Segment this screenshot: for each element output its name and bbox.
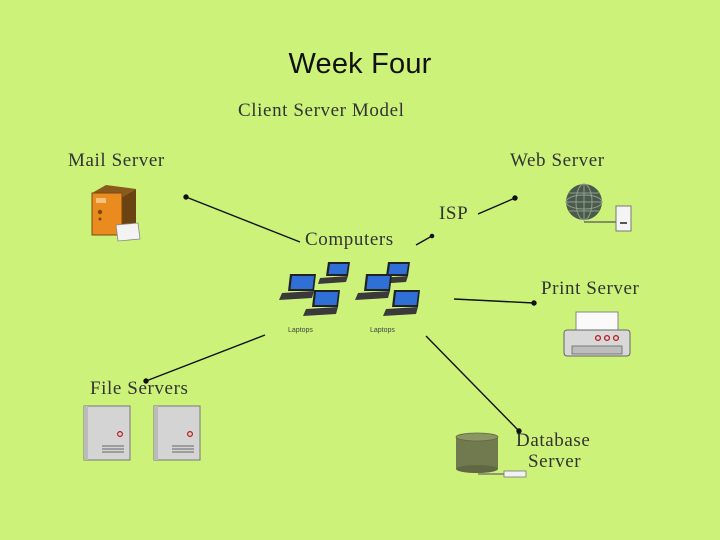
web-server-label: Web Server	[510, 150, 605, 171]
slide-title: Week Four	[288, 48, 432, 80]
isp-label: ISP	[439, 203, 469, 224]
connector-web	[477, 197, 516, 215]
laptops-icon	[279, 262, 420, 316]
connector-mail	[185, 196, 301, 243]
laptop-caption-right: Laptops	[370, 327, 395, 334]
connector-isp-end	[429, 233, 435, 239]
database-label-line2: Server	[528, 451, 582, 472]
connector-database-end	[516, 428, 522, 434]
laptop-front-row	[303, 290, 420, 316]
file-servers-icon	[83, 405, 201, 461]
laptop-caption-left: Laptops	[288, 327, 313, 334]
print-server-label: Print Server	[541, 278, 640, 299]
connector-file-end	[143, 378, 149, 384]
laptop-middle-row	[279, 274, 392, 300]
diagram-heading: Client Server Model	[238, 100, 405, 121]
mail-server-label: Mail Server	[68, 150, 165, 171]
printer-icon	[563, 311, 631, 357]
file-servers-label: File Servers	[90, 378, 189, 399]
connector-file	[145, 334, 266, 382]
database-label-line1: Database	[516, 430, 591, 451]
connector-isp	[415, 235, 433, 246]
connector-mail-end	[183, 194, 189, 200]
mail-server-icon	[91, 185, 141, 242]
file-server-unit-2	[153, 405, 201, 461]
computers-label: Computers	[305, 229, 394, 250]
file-server-unit-1	[83, 405, 131, 461]
connector-print	[453, 298, 535, 304]
database-icon	[455, 432, 527, 478]
web-server-icon	[565, 183, 632, 232]
connector-database	[425, 335, 520, 432]
connector-print-end	[531, 300, 537, 306]
connector-web-end	[512, 195, 518, 201]
laptop-back-row	[318, 262, 410, 284]
